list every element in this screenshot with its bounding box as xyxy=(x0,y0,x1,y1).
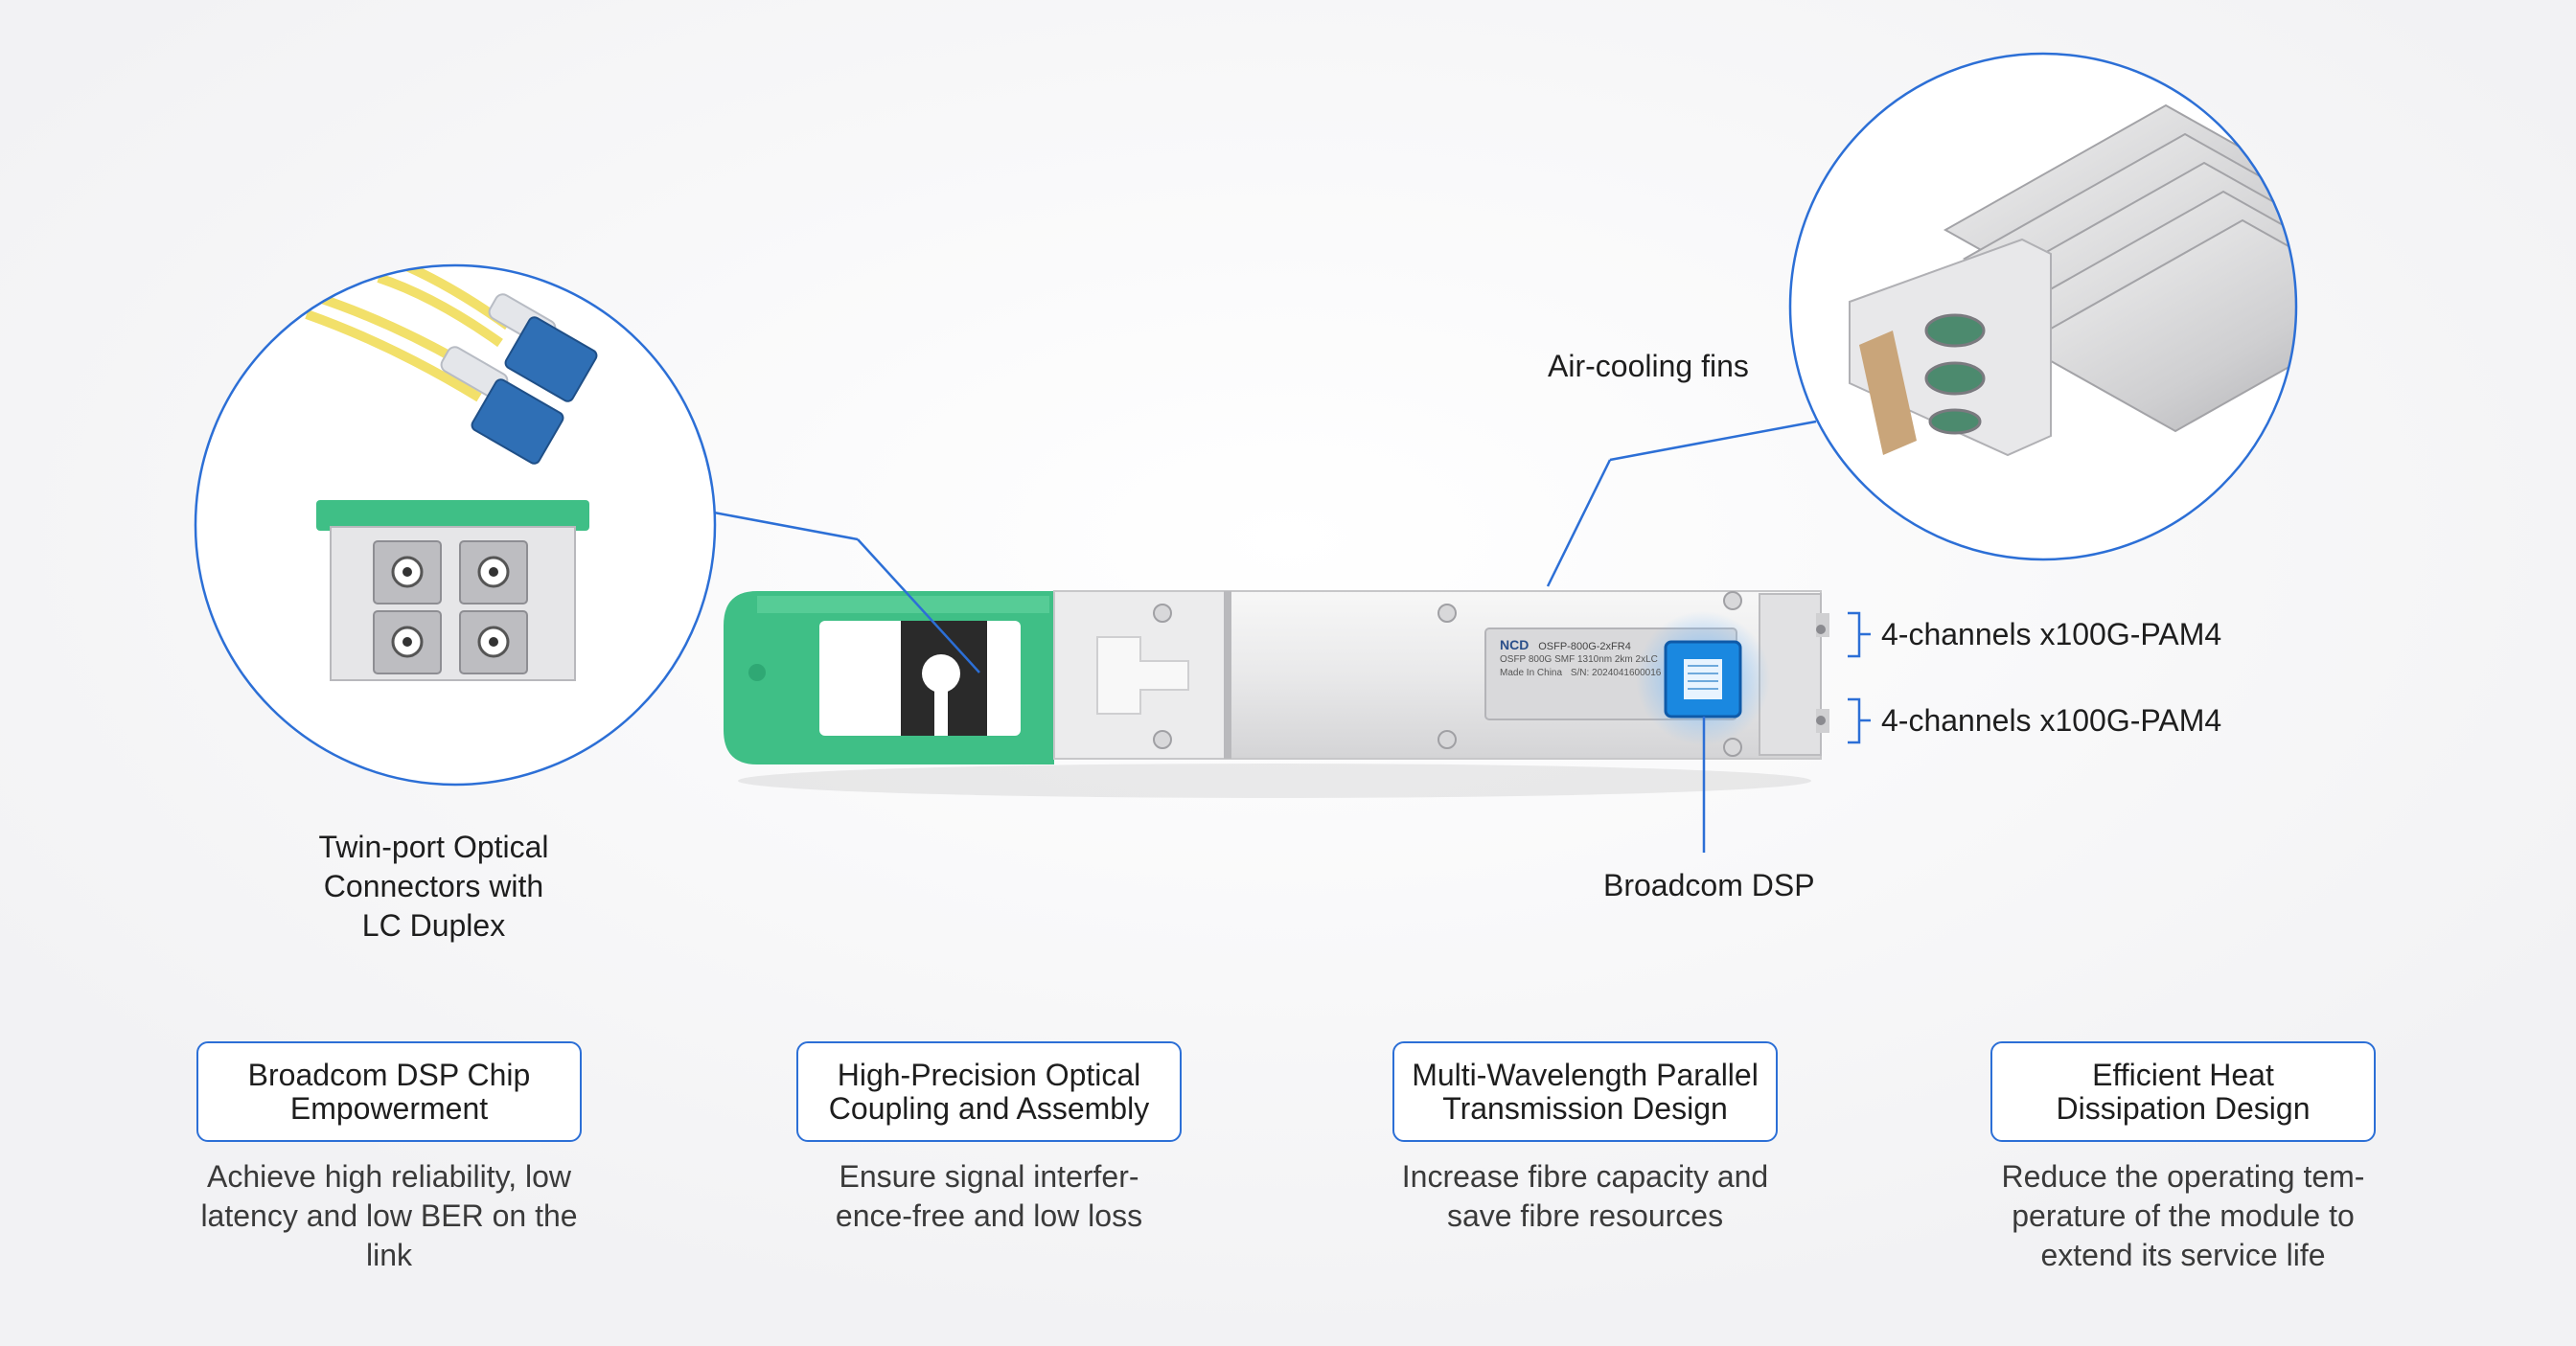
module-spec: OSFP 800G SMF 1310nm 2km 2xLC xyxy=(1500,654,1658,665)
pull-tab xyxy=(724,591,1054,764)
feature-title-line: Coupling and Assembly xyxy=(828,1090,1150,1126)
module-origin: Made In China xyxy=(1500,668,1563,678)
feature-desc-dsp-chip: Achieve high reliability, low latency an… xyxy=(163,1157,615,1275)
feature-desc-line: Ensure signal interfer- xyxy=(839,1159,1139,1194)
lc-duplex-connector-icon xyxy=(471,316,598,465)
lc-connector-zoom xyxy=(194,263,717,787)
callout-channels-top: 4-channels x100G-PAM4 xyxy=(1881,617,2222,651)
feature-desc-line: extend its service life xyxy=(2040,1238,2326,1272)
heat-fins-zoom xyxy=(1788,52,2298,561)
callout-twin-port: Twin-port Optical Connectors with LC Dup… xyxy=(288,828,580,946)
feature-title-line: Efficient Heat xyxy=(2092,1057,2274,1092)
feature-box-optical-coupling: High-Precision Optical Coupling and Asse… xyxy=(796,1041,1182,1142)
feature-desc-line: Reduce the operating tem- xyxy=(2001,1159,2365,1194)
callout-twin-port-line2: Connectors with xyxy=(323,869,544,903)
module-model: OSFP-800G-2xFR4 xyxy=(1538,641,1631,652)
module-serial: S/N: 2024041600016 xyxy=(1570,668,1662,678)
leader-lines xyxy=(713,420,1871,853)
feature-desc-line: Increase fibre capacity and xyxy=(1401,1159,1769,1194)
feature-title-line: Dissipation Design xyxy=(2056,1090,2311,1126)
feature-title-line: Broadcom DSP Chip xyxy=(247,1057,531,1092)
module-label-plate: NCD OSFP-800G-2xFR4 OSFP 800G SMF 1310nm… xyxy=(1500,638,1663,680)
feature-title-line: Transmission Design xyxy=(1442,1090,1728,1126)
brand-logo: NCD xyxy=(1500,637,1530,652)
feature-box-dsp-chip: Broadcom DSP Chip Empowerment xyxy=(196,1041,582,1142)
feature-title-line: High-Precision Optical xyxy=(837,1057,1141,1092)
callout-broadcom-dsp: Broadcom DSP xyxy=(1603,868,1815,902)
feature-desc-optical-coupling: Ensure signal interfer- ence-free and lo… xyxy=(763,1157,1215,1236)
callout-air-cooling-fins: Air-cooling fins xyxy=(1548,349,1749,383)
feature-desc-line: Achieve high reliability, low xyxy=(206,1159,572,1194)
feature-desc-line: ence-free and low loss xyxy=(835,1198,1143,1233)
feature-desc-line: save fibre resources xyxy=(1446,1198,1724,1233)
feature-box-heat-dissipation: Efficient Heat Dissipation Design xyxy=(1990,1041,2376,1142)
feature-title-line: Empowerment xyxy=(289,1090,489,1126)
feature-desc-line: link xyxy=(365,1238,412,1272)
callout-twin-port-line3: LC Duplex xyxy=(361,908,506,943)
callout-channels-bottom: 4-channels x100G-PAM4 xyxy=(1881,703,2222,738)
feature-box-multi-wavelength: Multi-Wavelength Parallel Transmission D… xyxy=(1392,1041,1778,1142)
feature-desc-heat-dissipation: Reduce the operating tem- perature of th… xyxy=(1957,1157,2409,1275)
feature-title-line: Multi-Wavelength Parallel xyxy=(1412,1057,1759,1092)
feature-desc-line: latency and low BER on the xyxy=(200,1198,578,1233)
callout-twin-port-line1: Twin-port Optical xyxy=(318,830,549,864)
osfp-module xyxy=(724,590,1829,798)
feature-desc-multi-wavelength: Increase fibre capacity and save fibre r… xyxy=(1359,1157,1811,1236)
feature-desc-line: perature of the module to xyxy=(2012,1198,2355,1233)
